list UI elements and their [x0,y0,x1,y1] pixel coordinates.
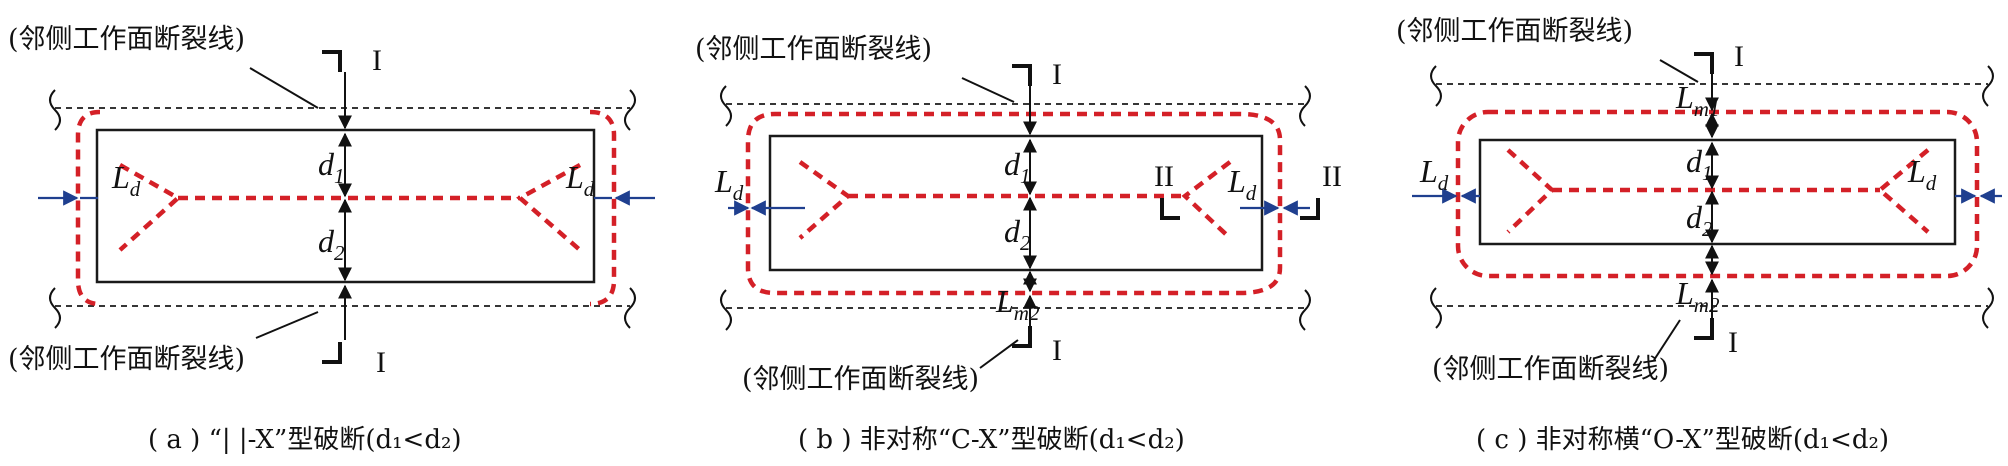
d2-label-c: d2 [1686,199,1713,241]
d2-label-a: d2 [318,223,345,265]
caption-c: ( c ) 非对称横“O-X”型破断(d₁<d₂) [1476,425,1889,455]
panel-b: (邻侧工作面断裂线) I d1 d2 Lm2 Ld Ld II II [695,34,1342,455]
adjacent-fracture-label-bottom-c: (邻侧工作面断裂线) [1432,354,1669,385]
section-label-top-c: I [1734,40,1744,73]
section-mark-ii-left-b [1160,198,1180,220]
break-mark-right-bottom-c [1982,287,1994,329]
break-mark-right-bottom-b [1299,289,1311,331]
section-label-top-b: I [1052,58,1062,91]
section-mark-top-b [1012,64,1032,86]
break-mark-left-bottom-b [720,289,732,331]
adjacent-fracture-label-bottom-a: (邻侧工作面断裂线) [8,344,245,375]
break-mark-right-top-c [1982,65,1994,107]
ld-right-label-a: Ld [565,159,595,201]
section-label-top-a: I [372,44,382,77]
break-mark-left-top-c [1430,65,1442,107]
section-mark-top-a [322,50,342,72]
section-label-bottom-a: I [376,346,386,379]
adjacent-fracture-label-bottom-b: (邻侧工作面断裂线) [742,364,979,395]
fracture-line-c-b [745,111,1283,296]
fracture-x-pattern-b [798,160,1232,240]
adjacent-fracture-label-top-c: (邻侧工作面断裂线) [1396,16,1633,47]
caption-b: ( b ) 非对称“C-X”型破断(d₁<d₂) [798,425,1185,455]
section-label-bottom-b: I [1052,334,1062,367]
adjacent-fracture-label-top-b: (邻侧工作面断裂线) [695,34,932,65]
ld-right-label-c: Ld [1907,153,1937,195]
section-mark-ii-right-b [1300,198,1320,220]
ld-left-label-b: Ld [714,163,744,205]
section-label-ii-right-b: II [1322,160,1342,193]
lm1-label-c: Lm1 [1675,79,1719,121]
break-mark-right-top-a [624,89,636,131]
section-label-bottom-c: I [1728,326,1738,359]
section-mark-bottom-c [1694,318,1714,340]
break-mark-left-bottom-c [1430,287,1442,329]
leader-line-bottom-a [255,311,319,339]
break-mark-left-bottom-a [49,287,61,329]
break-mark-right-bottom-a [624,287,636,329]
ld-right-label-b: Ld [1227,163,1257,205]
caption-a: ( a ) “| |-X”型破断(d₁<d₂) [148,425,462,455]
workface-outline-a [95,128,596,284]
break-mark-left-top-b [720,85,732,127]
ld-left-label-c: Ld [1419,153,1449,195]
d2-label-b: d2 [1004,213,1031,255]
lm2-label-c: Lm2 [1675,275,1720,317]
break-mark-right-top-b [1299,85,1311,127]
workface-outline-c [1478,138,1957,246]
fracture-line-left-a [75,109,101,307]
fracture-line-o-c [1455,109,1980,279]
section-label-ii-left-b: II [1154,160,1174,193]
leader-line-top-b [961,77,1015,103]
lm2-label-b: Lm2 [995,283,1040,325]
section-mark-bottom-b [1012,326,1032,348]
fracture-x-pattern-a [118,163,582,252]
section-mark-bottom-a [322,342,342,364]
d1-label-c: d1 [1686,143,1713,185]
d1-label-a: d1 [318,146,345,188]
d1-label-b: d1 [1004,146,1031,188]
panel-a: (邻侧工作面断裂线) I d1 d2 Ld Ld [8,24,655,455]
leader-line-top-c [1659,59,1699,83]
break-mark-left-top-a [49,89,61,131]
panel-c: (邻侧工作面断裂线) I Lm1 d1 d2 Lm2 Ld Ld I (邻侧 [1396,16,2002,455]
fracture-line-right-a [589,109,617,307]
leader-line-bottom-c [1653,319,1681,361]
leader-line-top-a [249,67,319,109]
adjacent-fracture-label-top-a: (邻侧工作面断裂线) [8,24,245,55]
ld-left-label-a: Ld [111,159,141,201]
fracture-x-pattern-c [1506,148,1930,234]
leader-line-bottom-b [979,339,1019,369]
workface-outline-b [768,134,1264,272]
section-mark-top-c [1694,52,1714,74]
